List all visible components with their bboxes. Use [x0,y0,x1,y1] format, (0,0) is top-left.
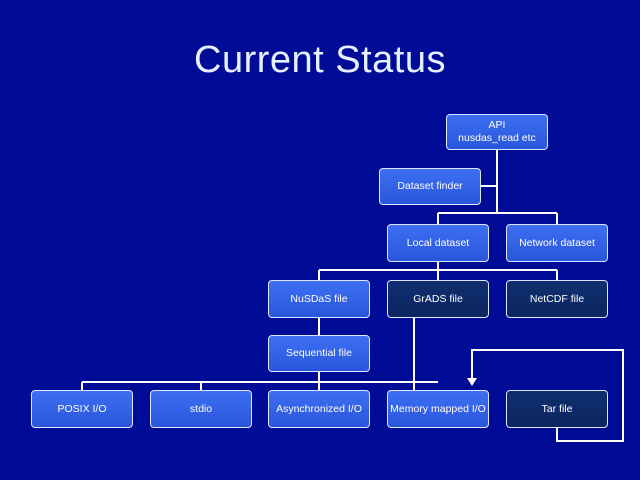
node-memory-mapped-io: Memory mapped I/O [387,390,489,428]
node-dataset-finder-label: Dataset finder [397,180,463,192]
node-nusdas-file: NuSDaS file [268,280,370,318]
node-posix-io-label: POSIX I/O [57,402,107,415]
node-sequential-file: Sequential file [268,335,370,372]
node-tar-file: Tar file [506,390,608,428]
node-local-dataset: Local dataset [387,224,489,262]
node-async-io: Asynchronized I/O [268,390,370,428]
node-grads-file: GrADS file [387,280,489,318]
tar-loop-arrowhead [467,378,477,386]
node-stdio-label: stdio [189,402,213,415]
node-api-line2: nusdas_read etc [458,132,536,144]
node-tar-file-label: Tar file [541,402,573,415]
slide-title: Current Status [194,39,446,81]
node-memory-mapped-io-label: Memory mapped I/O [390,402,486,415]
node-nusdas-file-label: NuSDaS file [290,292,348,305]
node-dataset-finder: Dataset finder [379,168,481,205]
node-local-dataset-label: Local dataset [406,236,470,249]
connector-tar-loop [471,349,624,442]
node-api: API nusdas_read etc [446,114,548,150]
node-async-io-label: Asynchronized I/O [276,402,362,415]
node-netcdf-file: NetCDF file [506,280,608,318]
node-sequential-file-label: Sequential file [286,347,352,359]
node-network-dataset: Network dataset [506,224,608,262]
node-stdio: stdio [150,390,252,428]
node-network-dataset-label: Network dataset [519,236,595,249]
node-grads-file-label: GrADS file [413,292,463,305]
node-posix-io: POSIX I/O [31,390,133,428]
node-netcdf-file-label: NetCDF file [529,292,585,305]
node-api-line1: API [488,119,506,131]
